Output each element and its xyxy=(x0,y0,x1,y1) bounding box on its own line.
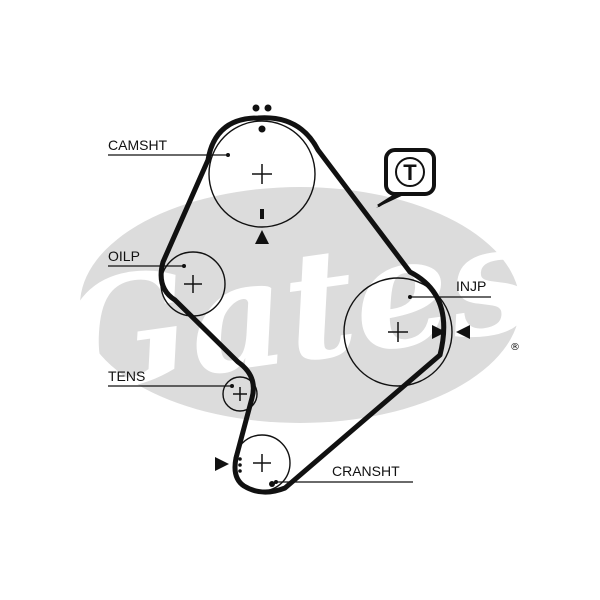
label-oilp: OILP xyxy=(108,248,140,264)
gates-logo-watermark: Gates ® xyxy=(50,187,544,428)
registered-mark: ® xyxy=(510,342,520,353)
tensioner-badge-icon: T xyxy=(376,148,436,208)
label-camsht: CAMSHT xyxy=(108,137,168,153)
leader-endpoints xyxy=(182,153,412,484)
tensioner-badge-letter: T xyxy=(403,160,417,185)
timing-belt xyxy=(158,115,447,495)
logo-ellipse xyxy=(80,187,520,423)
camshaft-pulley xyxy=(208,120,316,228)
camshaft-alignment-arrow-icon xyxy=(255,230,269,244)
crankshaft-timing-dot xyxy=(269,481,275,487)
label-tens: TENS xyxy=(108,368,145,384)
tensioner-pulley xyxy=(222,376,258,412)
leader-lines xyxy=(108,154,491,483)
logo-wordmark: Gates xyxy=(50,188,544,428)
camshaft-timing-dot xyxy=(258,125,266,133)
label-cransht: CRANSHT xyxy=(332,463,400,479)
injection-pump-pulley xyxy=(343,277,453,387)
crankshaft-pulley xyxy=(233,434,291,492)
timing-marks-icon xyxy=(252,104,272,112)
injection-pump-alignment-arrows-icon xyxy=(432,325,470,339)
camshaft-timing-mark xyxy=(260,209,264,219)
oil-pump-pulley xyxy=(160,251,226,317)
crankshaft-alignment-marks-icon xyxy=(215,457,242,473)
label-injp: INJP xyxy=(456,278,486,294)
